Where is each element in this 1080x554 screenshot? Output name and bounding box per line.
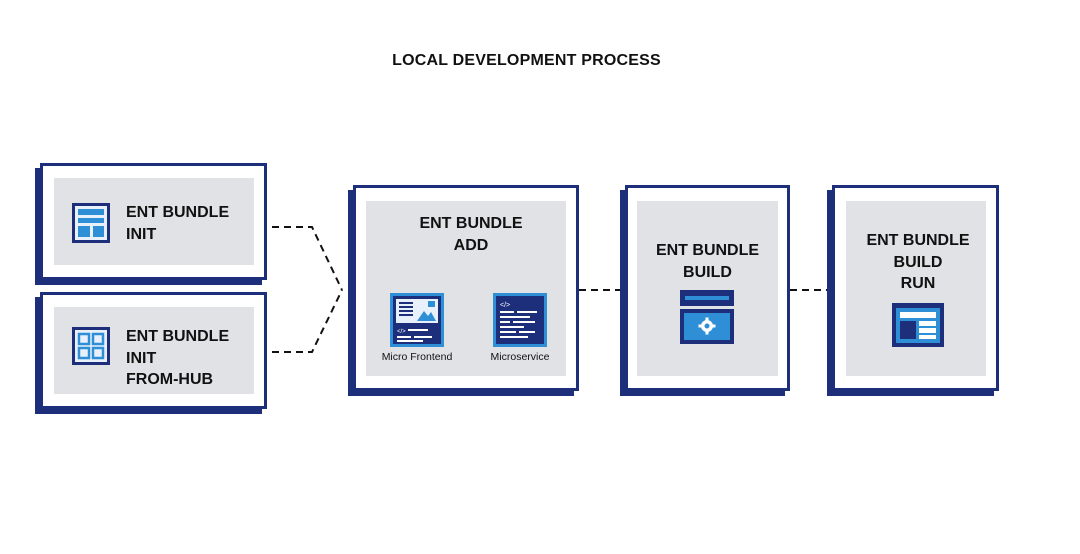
run-label-line2: BUILD [893,253,943,271]
init-from-hub-card: ENT BUNDLE INIT FROM-HUB [35,292,267,414]
init-hub-label-line2: INIT [126,349,157,367]
build-label-line2: BUILD [683,263,732,281]
build-label-line1: ENT BUNDLE [655,242,760,259]
svg-text:</>: </> [397,329,406,335]
connector-init-to-add [272,226,343,291]
run-label-line3: RUN [900,275,936,292]
micro-frontend-icon: </> [390,293,444,347]
add-label-line2: ADD [453,236,489,254]
run-window-icon [892,303,944,347]
microservice-label: Microservice [490,351,550,363]
init-label-line1: ENT BUNDLE [126,204,230,221]
connector-inithub-to-add [272,289,343,353]
init-card: ENT BUNDLE INIT [35,163,267,285]
build-gear-icon [680,290,734,344]
microservice-code-icon: </> [493,293,547,347]
add-label-line1: ENT BUNDLE [419,215,523,232]
init-hub-label-line3: FROM-HUB [126,371,214,388]
run-label-line1: ENT BUNDLE [866,232,970,249]
run-card: ENT BUNDLE BUILD RUN [827,185,999,396]
init-label-line2: INIT [126,225,157,243]
build-card: ENT BUNDLE BUILD [620,185,790,396]
init-hub-label-line1: ENT BUNDLE [126,328,230,345]
diagram-title: LOCAL DEVELOPMENT PROCESS [392,52,661,69]
micro-frontend-label: Micro Frontend [381,351,453,363]
grid-icon [72,327,110,365]
layout-template-icon [72,203,110,243]
add-card: ENT BUNDLE ADD </> Micro Frontend </> Mi… [348,185,579,396]
svg-text:</>: </> [500,302,510,309]
